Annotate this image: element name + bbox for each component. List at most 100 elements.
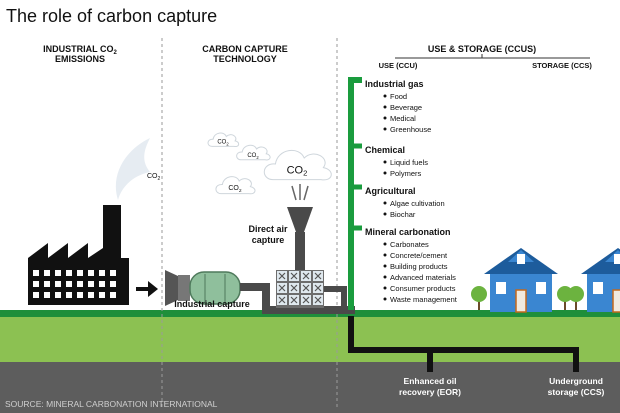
- bullet: [383, 201, 387, 205]
- factory-windows: [33, 270, 116, 298]
- use-item: Algae cultivation: [390, 199, 445, 208]
- dac-intake: [287, 207, 313, 232]
- factory-window: [110, 281, 116, 287]
- use-category-title: Chemical: [365, 145, 405, 155]
- use-item: Building products: [390, 262, 448, 271]
- dac-air-flow: [291, 184, 309, 201]
- capture-connector: [178, 275, 190, 301]
- cloud-shape: [263, 150, 332, 181]
- dac-fan-blade: [314, 296, 322, 304]
- factory-window: [55, 281, 61, 287]
- house-window: [614, 254, 620, 264]
- house-roof: [581, 248, 620, 274]
- tree-trunk: [564, 298, 566, 310]
- dac-fan-blade: [302, 284, 310, 292]
- bullet: [383, 94, 387, 98]
- factory-building: [28, 243, 103, 305]
- factory-window: [44, 270, 50, 276]
- use-item: Food: [390, 92, 407, 101]
- source-note: SOURCE: MINERAL CARBONATION INTERNATIONA…: [5, 399, 218, 409]
- factory-window: [33, 292, 39, 298]
- pipe-capture-to-storage: [262, 283, 355, 314]
- header-capture-line1: CARBON CAPTURE: [202, 44, 288, 54]
- factory-window: [99, 292, 105, 298]
- dac-label-line1: Direct air: [248, 224, 288, 234]
- ground-surface: [0, 317, 620, 362]
- factory-window: [77, 270, 83, 276]
- green-pipe-main: [348, 77, 362, 310]
- bullet: [383, 275, 387, 279]
- factory-window: [66, 270, 72, 276]
- storage-pipe: [348, 316, 579, 372]
- dac-fan-blade: [302, 272, 310, 280]
- cloud-co2-label: CO2: [247, 153, 259, 160]
- factory-window: [77, 292, 83, 298]
- use-item: Polymers: [390, 169, 422, 178]
- header-ccu: USE (CCU): [379, 61, 418, 70]
- house-door: [612, 289, 620, 313]
- bullet: [383, 127, 387, 131]
- dac-fan-blade: [290, 284, 298, 292]
- plume-co2-label: CO2: [147, 173, 161, 182]
- use-item: Advanced materials: [390, 273, 456, 282]
- house-window: [496, 282, 506, 294]
- pipe-dac: [324, 286, 347, 310]
- cloud-shape: [236, 144, 271, 161]
- use-category-title: Agricultural: [365, 186, 416, 196]
- bullet: [383, 160, 387, 164]
- factory-window: [88, 292, 94, 298]
- smoke-plume: [115, 138, 150, 200]
- uses-list: Industrial gasFoodBeverageMedicalGreenho…: [365, 79, 458, 304]
- header-capture-line2: TECHNOLOGY: [213, 54, 277, 64]
- bullet: [383, 242, 387, 246]
- dac-fan-blade: [314, 284, 322, 292]
- factory-window: [88, 281, 94, 287]
- factory: [28, 205, 129, 305]
- factory-window: [44, 281, 50, 287]
- bullet: [383, 116, 387, 120]
- factory-window: [110, 292, 116, 298]
- tree-crown: [557, 286, 573, 302]
- bullet: [383, 297, 387, 301]
- factory-window: [99, 281, 105, 287]
- use-item: Consumer products: [390, 284, 456, 293]
- use-item: Liquid fuels: [390, 158, 428, 167]
- houses: [471, 248, 620, 313]
- use-item: Waste management: [390, 295, 458, 304]
- header-ccus: USE & STORAGE (CCUS): [428, 44, 536, 54]
- use-item: Medical: [390, 114, 416, 123]
- dac-fans: [277, 271, 323, 305]
- factory-window: [33, 270, 39, 276]
- factory-window: [44, 292, 50, 298]
- dac-fan-blade: [278, 296, 286, 304]
- bullet: [383, 286, 387, 290]
- dac-fan-blade: [278, 272, 286, 280]
- header-emissions-line1: INDUSTRIAL CO2: [43, 44, 117, 56]
- flow-arrow: [136, 281, 158, 297]
- dac-fan-blade: [290, 296, 298, 304]
- factory-window: [110, 270, 116, 276]
- eor-label-line1: Enhanced oil: [404, 376, 457, 386]
- factory-window: [66, 292, 72, 298]
- factory-window: [77, 281, 83, 287]
- use-item: Carbonates: [390, 240, 429, 249]
- factory-window: [55, 292, 61, 298]
- dac-fan-blade: [278, 284, 286, 292]
- bullet: [383, 171, 387, 175]
- use-item: Concrete/cement: [390, 251, 448, 260]
- house-window: [517, 254, 525, 264]
- use-item: Greenhouse: [390, 125, 431, 134]
- factory-window: [99, 270, 105, 276]
- underground: [0, 362, 620, 413]
- factory-window: [55, 270, 61, 276]
- bullet: [383, 212, 387, 216]
- house: [568, 248, 620, 313]
- dac-label-line2: capture: [252, 235, 285, 245]
- dac-fan-blade: [314, 272, 322, 280]
- house-window: [536, 282, 546, 294]
- bullet: [383, 264, 387, 268]
- industrial-capture-unit: [165, 270, 262, 306]
- tree-trunk: [575, 298, 577, 310]
